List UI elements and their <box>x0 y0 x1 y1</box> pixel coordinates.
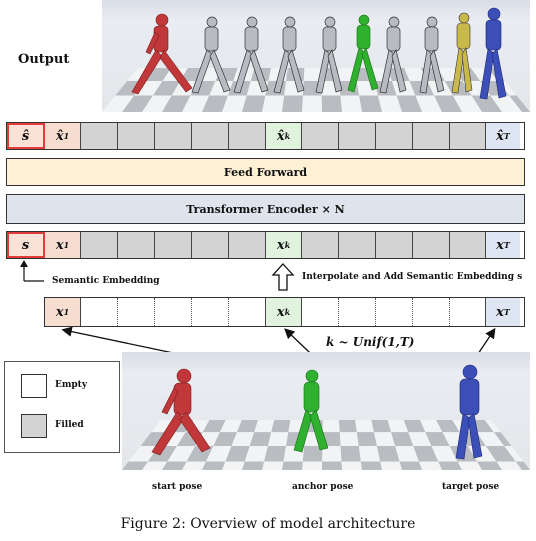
frame-character-icon <box>191 16 231 94</box>
empty-token <box>192 298 229 326</box>
output-characters <box>131 7 507 100</box>
legend: Empty Filled <box>4 361 120 453</box>
interpolate-label: Interpolate and Add Semantic Embedding s <box>302 272 523 282</box>
empty-token <box>339 298 376 326</box>
input-poses-image <box>122 352 530 470</box>
legend-empty-label: Empty <box>55 380 88 390</box>
empty-token <box>118 298 155 326</box>
anchor-character-icon <box>347 14 379 93</box>
start-character-icon <box>131 13 193 95</box>
filled-token <box>229 232 266 258</box>
start-pose-character-icon <box>151 368 211 456</box>
feed-forward-block: Feed Forward <box>6 158 525 186</box>
frame-character-icon <box>451 12 473 94</box>
empty-token <box>413 298 450 326</box>
filled-token <box>192 232 229 258</box>
filled-token <box>302 232 339 258</box>
filled-token <box>413 232 450 258</box>
transformer-encoder-block: Transformer Encoder × N <box>6 194 525 224</box>
interpolate-up-arrow-icon <box>271 263 295 291</box>
figure-caption: Figure 2: Overview of model architecture <box>120 516 416 532</box>
filled-token <box>192 123 229 149</box>
first-output-token: x̂1 <box>45 123 81 149</box>
target-character-icon <box>479 7 507 100</box>
output-label: Output <box>18 52 70 67</box>
output-motion-image <box>102 0 530 112</box>
filled-token <box>118 232 155 258</box>
filled-token <box>81 232 118 258</box>
input-pose-characters <box>151 364 483 460</box>
filled-token <box>376 123 413 149</box>
frame-character-icon <box>315 16 343 94</box>
empty-token <box>229 298 266 326</box>
target-pose-arrow <box>477 327 496 355</box>
empty-token <box>155 298 192 326</box>
start-pose-label: start pose <box>152 482 203 492</box>
frame-character-icon <box>273 16 305 94</box>
legend-empty-swatch <box>21 374 47 398</box>
filled-token <box>118 123 155 149</box>
target-pose-label: target pose <box>442 482 500 492</box>
output-token-sequence: ŝ x̂1 x̂k x̂T <box>6 122 525 150</box>
filled-token <box>155 123 192 149</box>
legend-filled-label: Filled <box>55 420 84 430</box>
semantic-embedding-arrow-icon <box>20 260 44 282</box>
filled-token <box>302 123 339 149</box>
filled-token <box>81 123 118 149</box>
target-pose-character-icon <box>455 364 483 460</box>
frame-character-icon <box>379 16 407 94</box>
filled-token <box>229 123 266 149</box>
empty-token <box>81 298 118 326</box>
filled-token <box>339 232 376 258</box>
frame-character-icon <box>233 16 269 94</box>
filled-token <box>413 123 450 149</box>
legend-filled-swatch <box>21 414 47 438</box>
semantic-output-token: ŝ <box>7 123 45 149</box>
empty-token <box>450 298 486 326</box>
sampling-label: k ~ Unif(1,T) <box>326 335 415 349</box>
filled-token <box>450 232 486 258</box>
anchor-pose-label: anchor pose <box>292 482 354 492</box>
anchor-pose-character-icon <box>293 369 329 453</box>
anchor-output-token: x̂k <box>266 123 302 149</box>
filled-token <box>155 232 192 258</box>
frame-character-icon <box>419 16 445 94</box>
semantic-embedding-token: s <box>7 232 45 258</box>
last-output-token: x̂T <box>486 123 520 149</box>
start-pose-arrow <box>61 326 179 355</box>
filled-token <box>450 123 486 149</box>
empty-token <box>376 298 413 326</box>
empty-token <box>302 298 339 326</box>
filled-token <box>376 232 413 258</box>
filled-token <box>339 123 376 149</box>
semantic-embedding-label: Semantic Embedding <box>52 276 160 286</box>
